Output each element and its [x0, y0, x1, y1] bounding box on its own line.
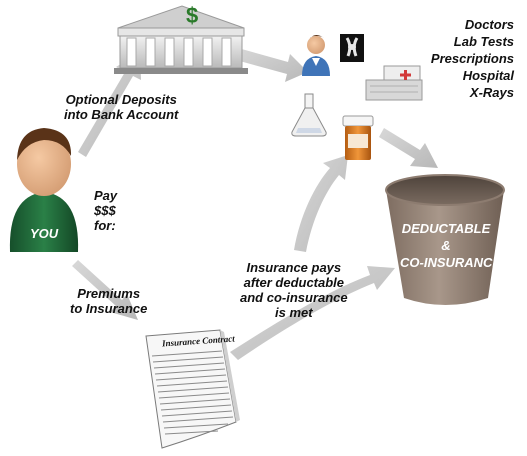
you-label: YOU	[30, 226, 59, 241]
arrow-services-to-cup	[379, 128, 438, 168]
arrow-insurance-to-services	[294, 155, 348, 252]
deposits-label: Optional Deposits into Bank Account	[64, 92, 178, 122]
pay-line-2: $$$	[94, 203, 116, 218]
services-list: Doctors Lab Tests Prescriptions Hospital…	[424, 16, 514, 101]
person-you-icon	[9, 128, 79, 252]
service-item-lab-tests: Lab Tests	[453, 34, 514, 49]
insurance-line-3: and co-insurance	[240, 290, 348, 305]
hospital-icon	[365, 65, 423, 101]
deposits-line-2: into Bank Account	[64, 107, 179, 122]
cup-label: DEDUCTABLE & CO-INSURANCE	[400, 220, 502, 271]
arrow-contract-to-cup	[230, 266, 395, 360]
service-item-doctors: Doctors	[464, 17, 514, 32]
premiums-line-1: Premiums	[77, 286, 141, 301]
insurance-pays-label: Insurance pays after deductable and co-i…	[240, 260, 348, 320]
deductable-cup-icon	[385, 174, 505, 305]
service-item-hospital: Hospital	[462, 68, 514, 83]
service-item-x-rays: X-Rays	[469, 85, 514, 100]
arrow-bank-to-services	[236, 48, 308, 82]
cup-line-3: CO-INSURANCE	[400, 255, 502, 270]
service-item-prescriptions: Prescriptions	[430, 51, 514, 66]
premiums-line-2: to Insurance	[70, 301, 148, 316]
doctor-icon	[302, 35, 330, 76]
pay-line-1: Pay	[94, 188, 118, 203]
arrow-you-to-insurance	[72, 260, 138, 320]
insurance-line-4: is met	[275, 305, 313, 320]
cup-line-2: &	[441, 238, 451, 253]
pay-label: Pay $$$ for:	[94, 188, 117, 233]
xray-icon	[340, 34, 364, 62]
bank-dollar-symbol: $	[186, 3, 199, 28]
deposits-line-1: Optional Deposits	[65, 92, 177, 107]
pay-line-3: for:	[94, 218, 116, 233]
arrow-you-to-bank	[78, 52, 141, 157]
insurance-line-2: after deductable	[243, 275, 345, 290]
bank-icon	[114, 5, 248, 74]
cup-line-1: DEDUCTABLE	[401, 221, 491, 236]
insurance-line-1: Insurance pays	[246, 260, 342, 275]
insurance-contract-icon	[145, 329, 240, 449]
premiums-label: Premiums to Insurance	[70, 286, 147, 316]
pill-bottle-icon	[342, 115, 374, 160]
lab-flask-icon	[291, 93, 327, 137]
